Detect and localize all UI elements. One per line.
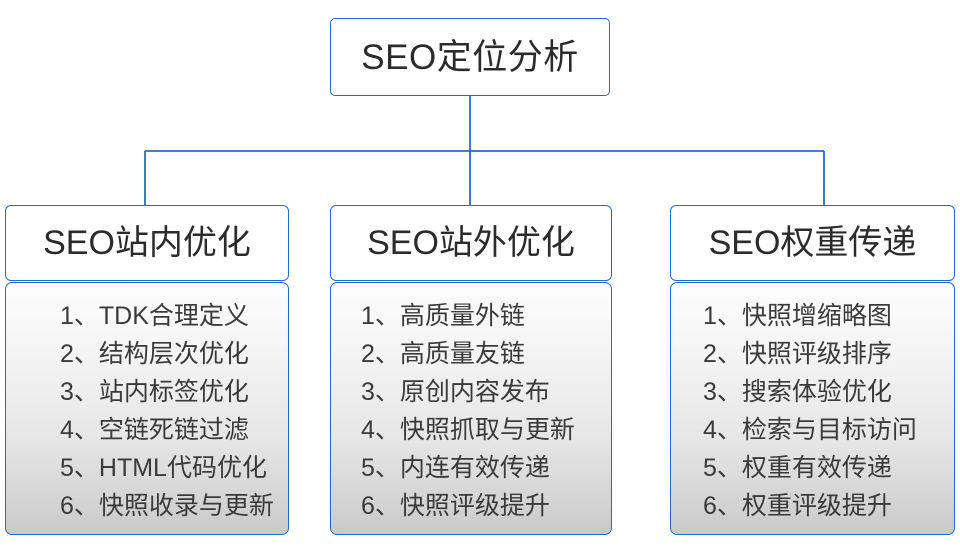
branch-header-box-2: SEO站外优化 [330, 205, 612, 281]
list-item: 5、内连有效传递 [361, 454, 550, 482]
list-item: 2、快照评级排序 [703, 340, 892, 368]
branch-header-box-1: SEO站内优化 [5, 205, 289, 281]
list-item: 4、空链死链过滤 [60, 416, 249, 444]
list-item: 4、快照抓取与更新 [361, 416, 575, 444]
list-item: 2、结构层次优化 [60, 340, 249, 368]
branch-list-3: 1、快照增缩略图 2、快照评级排序 3、搜索体验优化 4、检索与目标访问 5、权… [670, 282, 955, 535]
list-item: 6、快照评级提升 [361, 492, 550, 520]
list-item: 6、快照收录与更新 [60, 492, 274, 520]
list-item: 1、高质量外链 [361, 302, 525, 330]
branch-header-box-3: SEO权重传递 [670, 205, 955, 281]
branch-column-3: SEO权重传递 1、快照增缩略图 2、快照评级排序 3、搜索体验优化 4、检索与… [670, 205, 955, 535]
list-item: 2、高质量友链 [361, 340, 525, 368]
list-item: 6、权重评级提升 [703, 492, 892, 520]
branch-column-1: SEO站内优化 1、TDK合理定义 2、结构层次优化 3、站内标签优化 4、空链… [5, 205, 289, 535]
list-item: 3、搜索体验优化 [703, 378, 892, 406]
branch-header-label-1: SEO站内优化 [43, 224, 251, 262]
branch-list-1: 1、TDK合理定义 2、结构层次优化 3、站内标签优化 4、空链死链过滤 5、H… [5, 282, 289, 535]
list-item: 1、快照增缩略图 [703, 302, 892, 330]
list-item: 3、原创内容发布 [361, 378, 550, 406]
list-item: 1、TDK合理定义 [60, 302, 249, 330]
root-node-box: SEO定位分析 [330, 18, 610, 96]
branch-column-2: SEO站外优化 1、高质量外链 2、高质量友链 3、原创内容发布 4、快照抓取与… [330, 205, 612, 535]
branch-header-label-3: SEO权重传递 [708, 224, 917, 262]
branch-header-label-2: SEO站外优化 [367, 224, 575, 262]
root-node-label: SEO定位分析 [361, 37, 579, 77]
list-item: 4、检索与目标访问 [703, 416, 917, 444]
list-item: 3、站内标签优化 [60, 378, 249, 406]
list-item: 5、权重有效传递 [703, 454, 892, 482]
list-item: 5、HTML代码优化 [60, 454, 267, 482]
branch-list-2: 1、高质量外链 2、高质量友链 3、原创内容发布 4、快照抓取与更新 5、内连有… [330, 282, 612, 535]
